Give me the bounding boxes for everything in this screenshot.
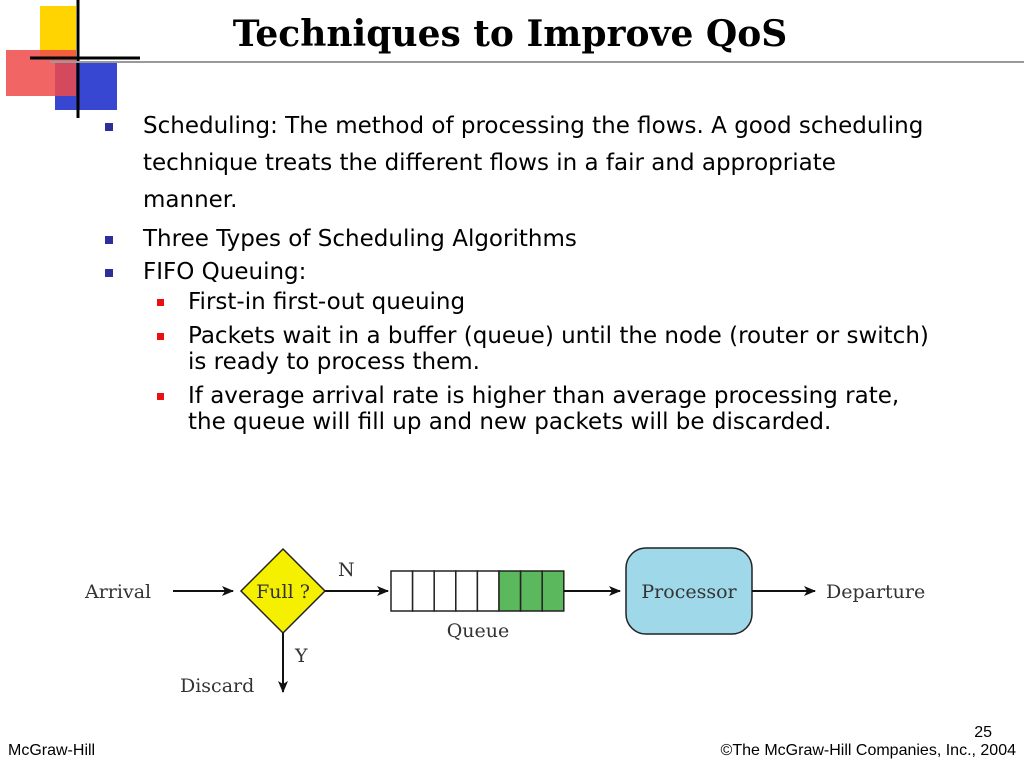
queue-slot-empty xyxy=(433,570,457,612)
queue-slot-empty xyxy=(476,570,500,612)
discard-label: Discard xyxy=(180,675,254,697)
publisher-footer: McGraw-Hill xyxy=(8,742,96,759)
sub-bullet-square-icon xyxy=(157,333,164,340)
bullet-text: FIFO Queuing: xyxy=(143,259,307,285)
page-number: 25 xyxy=(974,724,992,741)
copyright-footer: ©The McGraw-Hill Companies, Inc., 2004 xyxy=(720,742,1016,759)
queue-slot-empty xyxy=(455,570,479,612)
queue-slot-empty xyxy=(411,570,435,612)
corner-logo-decoration xyxy=(6,0,140,118)
sub-bullet-square-icon xyxy=(157,299,164,306)
processor-label: Processor xyxy=(641,581,737,603)
sub-bullet-item: If average arrival rate is higher than a… xyxy=(143,383,935,435)
queue-buffer xyxy=(390,570,565,612)
bullet-item: Three Types of Scheduling Algorithms xyxy=(105,223,935,256)
queue-slot-filled xyxy=(541,570,565,612)
bullet-text: Three Types of Scheduling Algorithms xyxy=(143,226,577,252)
slide-title: Techniques to Improve QoS xyxy=(232,13,788,55)
fifo-queue-diagram: Arrival Full ? N Y Discard Queue Process… xyxy=(84,547,925,697)
queue-label: Queue xyxy=(447,620,510,642)
arrival-label: Arrival xyxy=(84,581,151,603)
sub-bullet-list: First-in first-out queuing Packets wait … xyxy=(143,289,935,435)
decision-label: Full ? xyxy=(256,581,310,603)
bullet-square-icon xyxy=(105,269,113,277)
bullet-square-icon xyxy=(105,123,113,131)
sub-bullet-square-icon xyxy=(157,393,164,400)
sub-bullet-text: First-in first-out queuing xyxy=(188,289,466,315)
no-label: N xyxy=(338,559,355,581)
sub-bullet-item: First-in first-out queuing xyxy=(143,289,935,315)
queue-slot-empty xyxy=(390,570,414,612)
bullet-text: Scheduling: The method of processing the… xyxy=(143,113,924,213)
bullet-item: FIFO Queuing: xyxy=(105,256,935,289)
yes-label: Y xyxy=(294,645,308,667)
queue-slot-filled xyxy=(498,570,522,612)
sub-bullet-text: If average arrival rate is higher than a… xyxy=(188,383,900,435)
departure-label: Departure xyxy=(826,581,925,603)
sub-bullet-text: Packets wait in a buffer (queue) until t… xyxy=(188,323,929,375)
sub-bullet-item: Packets wait in a buffer (queue) until t… xyxy=(143,323,935,375)
bullet-list: Scheduling: The method of processing the… xyxy=(105,108,935,443)
bullet-item: Scheduling: The method of processing the… xyxy=(105,108,935,219)
bullet-square-icon xyxy=(105,236,113,244)
title-divider xyxy=(50,61,1024,63)
queue-slot-filled xyxy=(519,570,543,612)
